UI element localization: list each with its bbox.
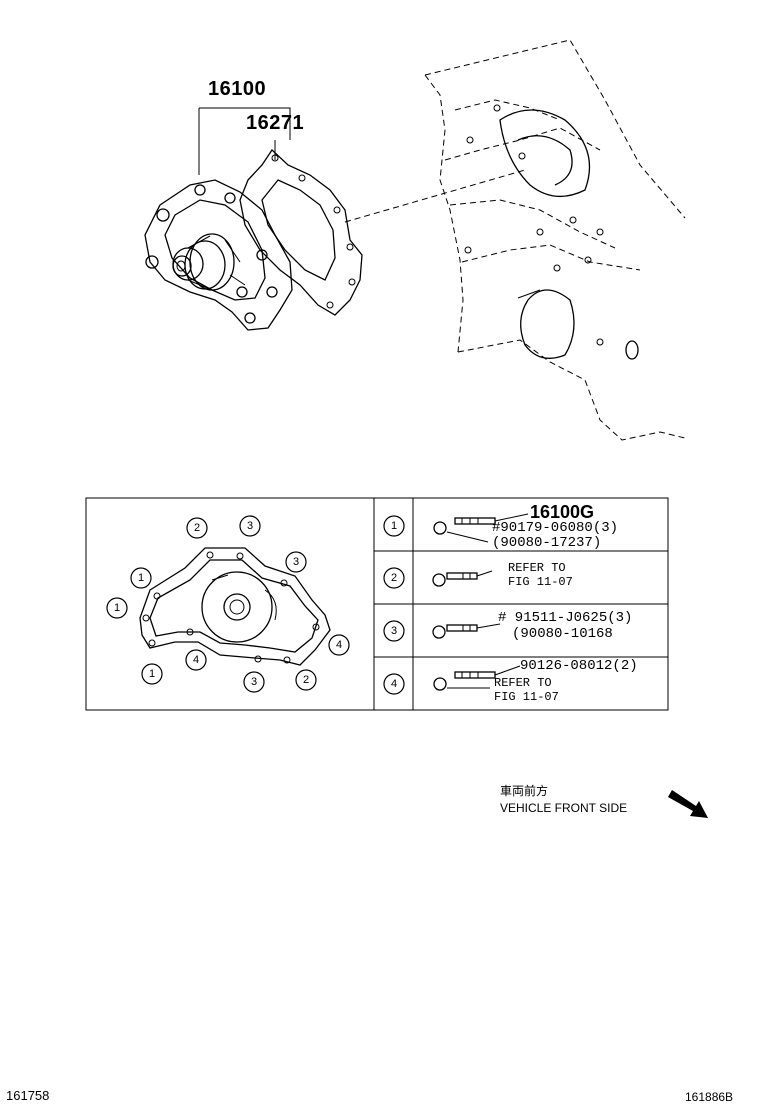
bolt-callout: 3 <box>247 520 253 532</box>
direction-label-english: VEHICLE FRONT SIDE <box>500 801 628 815</box>
row-index: 2 <box>391 572 397 584</box>
part-label-gasket: 16271 <box>246 112 305 134</box>
table-row-1-part: 16100G <box>530 502 595 522</box>
water-pump-drawing <box>144 179 293 331</box>
table-row-1-number: #90179-06080(3) <box>492 520 619 536</box>
table-row-2-fig: FIG 11-07 <box>508 575 573 589</box>
bolt-callout: 4 <box>193 654 199 666</box>
bolt-callout: 2 <box>303 674 309 686</box>
table-row-4-refer: REFER TO <box>494 676 552 690</box>
footer-right-code: 161886B <box>685 1090 734 1104</box>
footer-left-code: 161758 <box>6 1088 50 1103</box>
bolt-icon <box>432 513 529 691</box>
bolt-callout: 3 <box>293 556 299 568</box>
leader-lines <box>198 107 291 175</box>
part-label-water-pump: 16100 <box>208 78 267 100</box>
table-row-3-number: # 91511-J0625(3) <box>498 610 633 626</box>
timing-cover-drawing <box>424 39 686 441</box>
row-index-circles: 1 2 3 4 <box>383 515 405 695</box>
bolt-callout: 1 <box>114 602 120 614</box>
bolt-callout: 2 <box>194 522 200 534</box>
bolt-pattern-drawing: 2 3 1 3 1 4 1 4 3 2 <box>106 515 350 693</box>
table-row-1-alt-number: (90080-17237) <box>492 535 602 551</box>
row-index: 3 <box>391 625 397 637</box>
bolt-callout: 1 <box>138 572 144 584</box>
bolt-callout: 4 <box>336 639 342 651</box>
bolt-callout: 1 <box>149 668 155 680</box>
row-index: 4 <box>391 678 397 690</box>
table-row-4-number: 90126-08012(2) <box>520 658 638 674</box>
table-row-2-refer: REFER TO <box>508 561 566 575</box>
bolt-callout: 3 <box>251 676 257 688</box>
table-row-4-fig: FIG 11-07 <box>494 690 559 704</box>
row-index: 1 <box>391 520 397 532</box>
table-row-3-alt-number: (90080-10168 <box>512 626 613 642</box>
direction-label-japanese: 車両前方 <box>500 784 549 798</box>
alignment-line <box>344 169 526 223</box>
